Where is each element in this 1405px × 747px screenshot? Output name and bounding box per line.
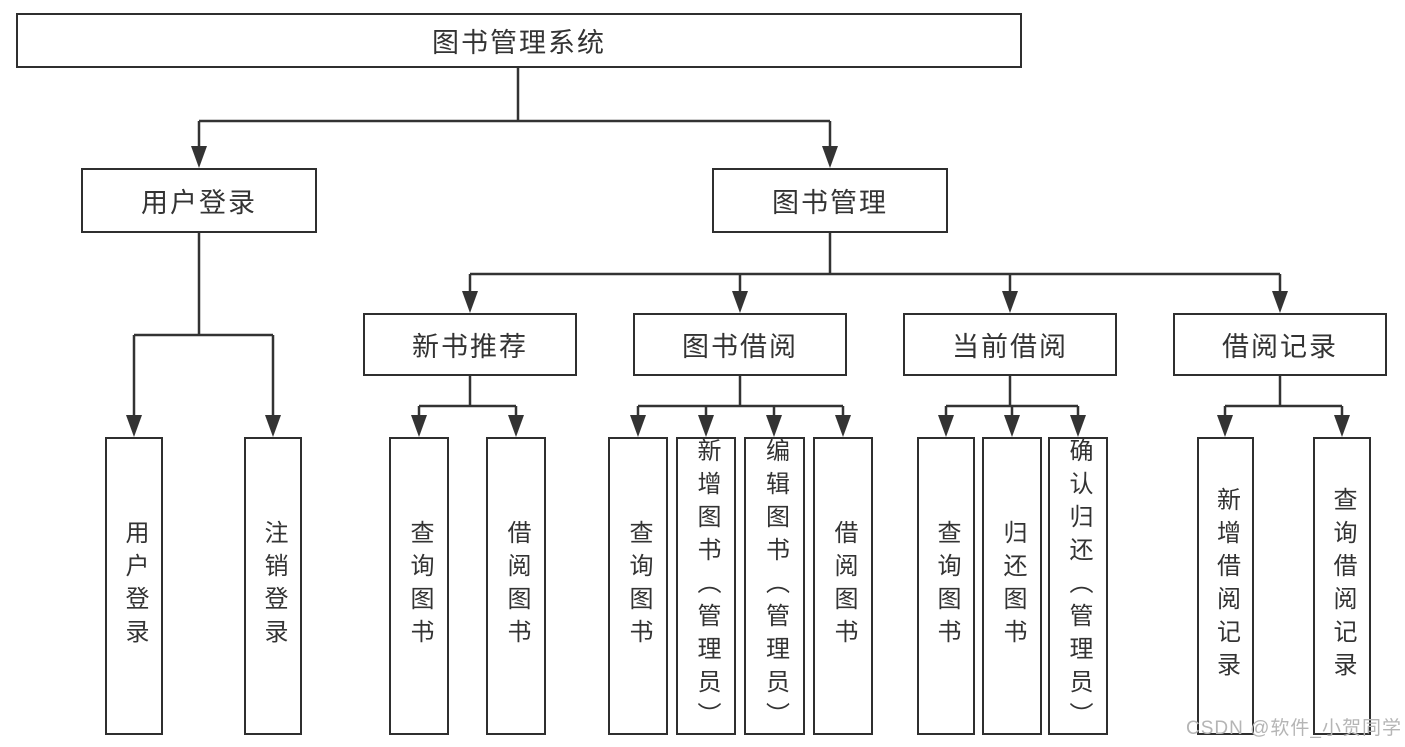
leaf-query-books-borrow-label: 查询图书	[625, 520, 652, 652]
watermark: CSDN @软件_小贺同学	[1186, 718, 1402, 739]
leaf-query-borrow-record-label: 查询借阅记录	[1329, 487, 1356, 685]
leaf-query-books-current: 查询图书	[917, 437, 975, 735]
node-book-borrow-label: 图书借阅	[682, 332, 798, 362]
leaf-confirm-return-admin-label: 确认归还（管理员）	[1065, 437, 1092, 735]
leaf-borrow-books-label: 借阅图书	[830, 520, 857, 652]
leaf-user-login: 用户登录	[105, 437, 163, 735]
leaf-borrow-books-recommend: 借阅图书	[486, 437, 546, 735]
node-new-book-recommend: 新书推荐	[363, 313, 577, 376]
leaf-query-borrow-record: 查询借阅记录	[1313, 437, 1371, 735]
leaf-add-book-admin-label: 新增图书（管理员）	[693, 437, 720, 735]
leaf-edit-book-admin-label: 编辑图书（管理员）	[761, 437, 789, 735]
node-root: 图书管理系统	[16, 13, 1022, 68]
node-root-label: 图书管理系统	[432, 28, 606, 58]
node-new-book-recommend-label: 新书推荐	[412, 332, 528, 362]
arrowheads	[126, 146, 1350, 437]
leaf-add-book-admin: 新增图书（管理员）	[676, 437, 736, 735]
leaf-query-books-borrow: 查询图书	[608, 437, 668, 735]
node-current-borrow-label: 当前借阅	[952, 332, 1068, 362]
leaf-add-borrow-record: 新增借阅记录	[1197, 437, 1254, 735]
node-borrow-records: 借阅记录	[1173, 313, 1387, 376]
node-user-login: 用户登录	[81, 168, 317, 233]
leaf-logout: 注销登录	[244, 437, 302, 735]
leaf-query-books-recommend-label: 查询图书	[406, 520, 433, 652]
leaf-borrow-books: 借阅图书	[813, 437, 873, 735]
node-book-management-label: 图书管理	[772, 188, 888, 218]
leaf-add-borrow-record-label: 新增借阅记录	[1212, 487, 1240, 685]
node-book-management: 图书管理	[712, 168, 948, 233]
leaf-user-login-label: 用户登录	[121, 520, 148, 652]
leaf-edit-book-admin: 编辑图书（管理员）	[744, 437, 805, 735]
leaf-return-books: 归还图书	[982, 437, 1042, 735]
node-book-borrow: 图书借阅	[633, 313, 847, 376]
leaf-query-books-current-label: 查询图书	[933, 520, 960, 652]
leaf-borrow-books-recommend-label: 借阅图书	[503, 520, 530, 652]
leaf-return-books-label: 归还图书	[999, 520, 1026, 652]
leaf-query-books-recommend: 查询图书	[389, 437, 449, 735]
leaf-confirm-return-admin: 确认归还（管理员）	[1048, 437, 1108, 735]
leaf-logout-label: 注销登录	[260, 520, 287, 652]
node-borrow-records-label: 借阅记录	[1222, 332, 1338, 362]
node-current-borrow: 当前借阅	[903, 313, 1117, 376]
node-user-login-label: 用户登录	[141, 188, 257, 218]
